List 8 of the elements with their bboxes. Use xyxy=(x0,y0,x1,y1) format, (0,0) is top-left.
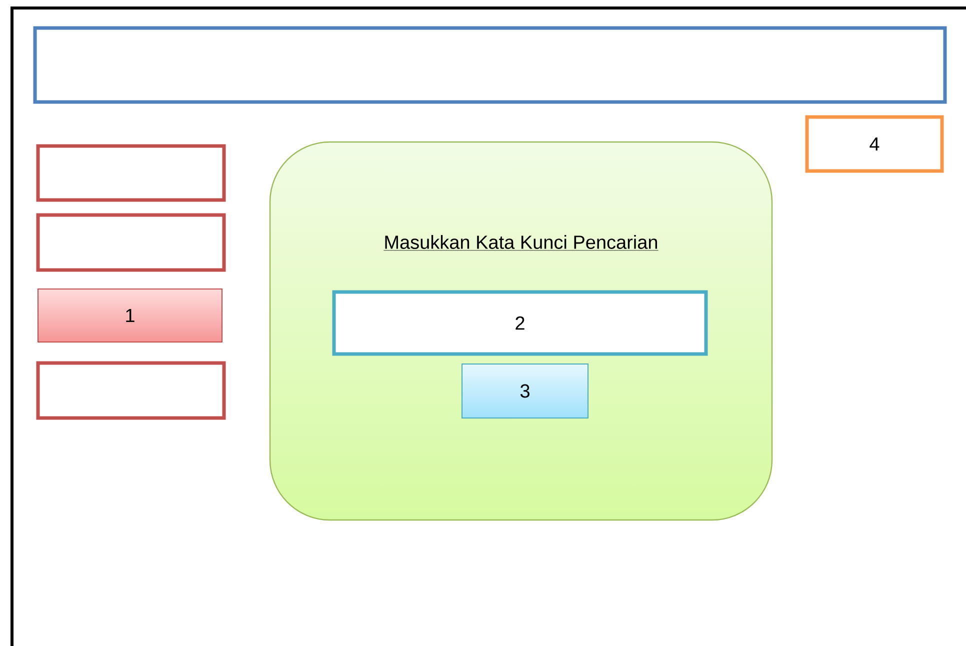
menu-box xyxy=(36,213,226,272)
menu-button: 1 xyxy=(38,288,222,342)
menu-box xyxy=(36,144,226,202)
search-field: 2 xyxy=(332,290,708,356)
header-bar xyxy=(33,26,947,104)
corner-box: 4 xyxy=(805,115,944,173)
menu-box xyxy=(36,361,226,420)
search-button: 3 xyxy=(462,364,588,418)
